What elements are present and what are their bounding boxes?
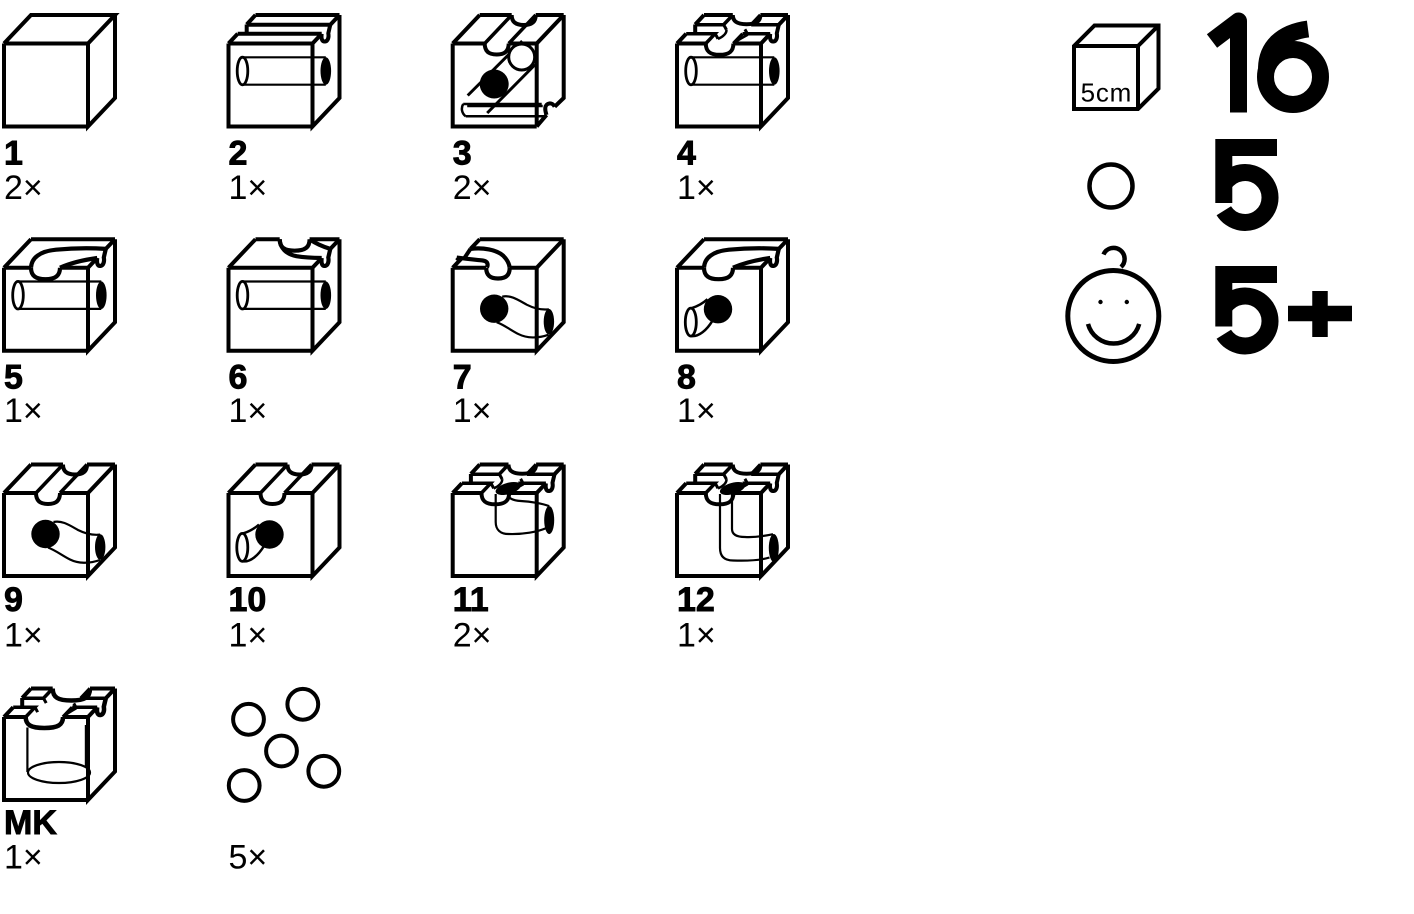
svg-text:2: 2 bbox=[229, 135, 248, 173]
svg-text:1×: 1× bbox=[4, 617, 43, 655]
svg-text:5cm: 5cm bbox=[1081, 78, 1133, 108]
svg-text:12: 12 bbox=[677, 581, 715, 619]
svg-text:10: 10 bbox=[229, 581, 267, 619]
svg-text:1×: 1× bbox=[229, 617, 268, 655]
svg-text:MK: MK bbox=[4, 804, 57, 842]
svg-text:5×: 5× bbox=[229, 839, 268, 877]
svg-text:2×: 2× bbox=[4, 169, 43, 207]
svg-text:1×: 1× bbox=[677, 392, 716, 430]
svg-text:1×: 1× bbox=[229, 392, 268, 430]
svg-text:1×: 1× bbox=[677, 617, 716, 655]
svg-text:7: 7 bbox=[453, 359, 472, 397]
svg-text:1×: 1× bbox=[453, 392, 492, 430]
svg-text:8: 8 bbox=[677, 359, 696, 397]
svg-text:1×: 1× bbox=[677, 169, 716, 207]
svg-text:1×: 1× bbox=[229, 169, 268, 207]
svg-text:9: 9 bbox=[4, 581, 23, 619]
svg-text:3: 3 bbox=[453, 135, 472, 173]
svg-text:1×: 1× bbox=[4, 839, 43, 877]
svg-text:1: 1 bbox=[4, 135, 23, 173]
svg-text:6: 6 bbox=[229, 359, 248, 397]
svg-text:1×: 1× bbox=[4, 392, 43, 430]
svg-text:4: 4 bbox=[677, 135, 696, 173]
svg-text:2×: 2× bbox=[453, 169, 492, 207]
svg-text:2×: 2× bbox=[453, 617, 492, 655]
svg-text:11: 11 bbox=[453, 581, 489, 619]
svg-text:5: 5 bbox=[4, 359, 23, 397]
